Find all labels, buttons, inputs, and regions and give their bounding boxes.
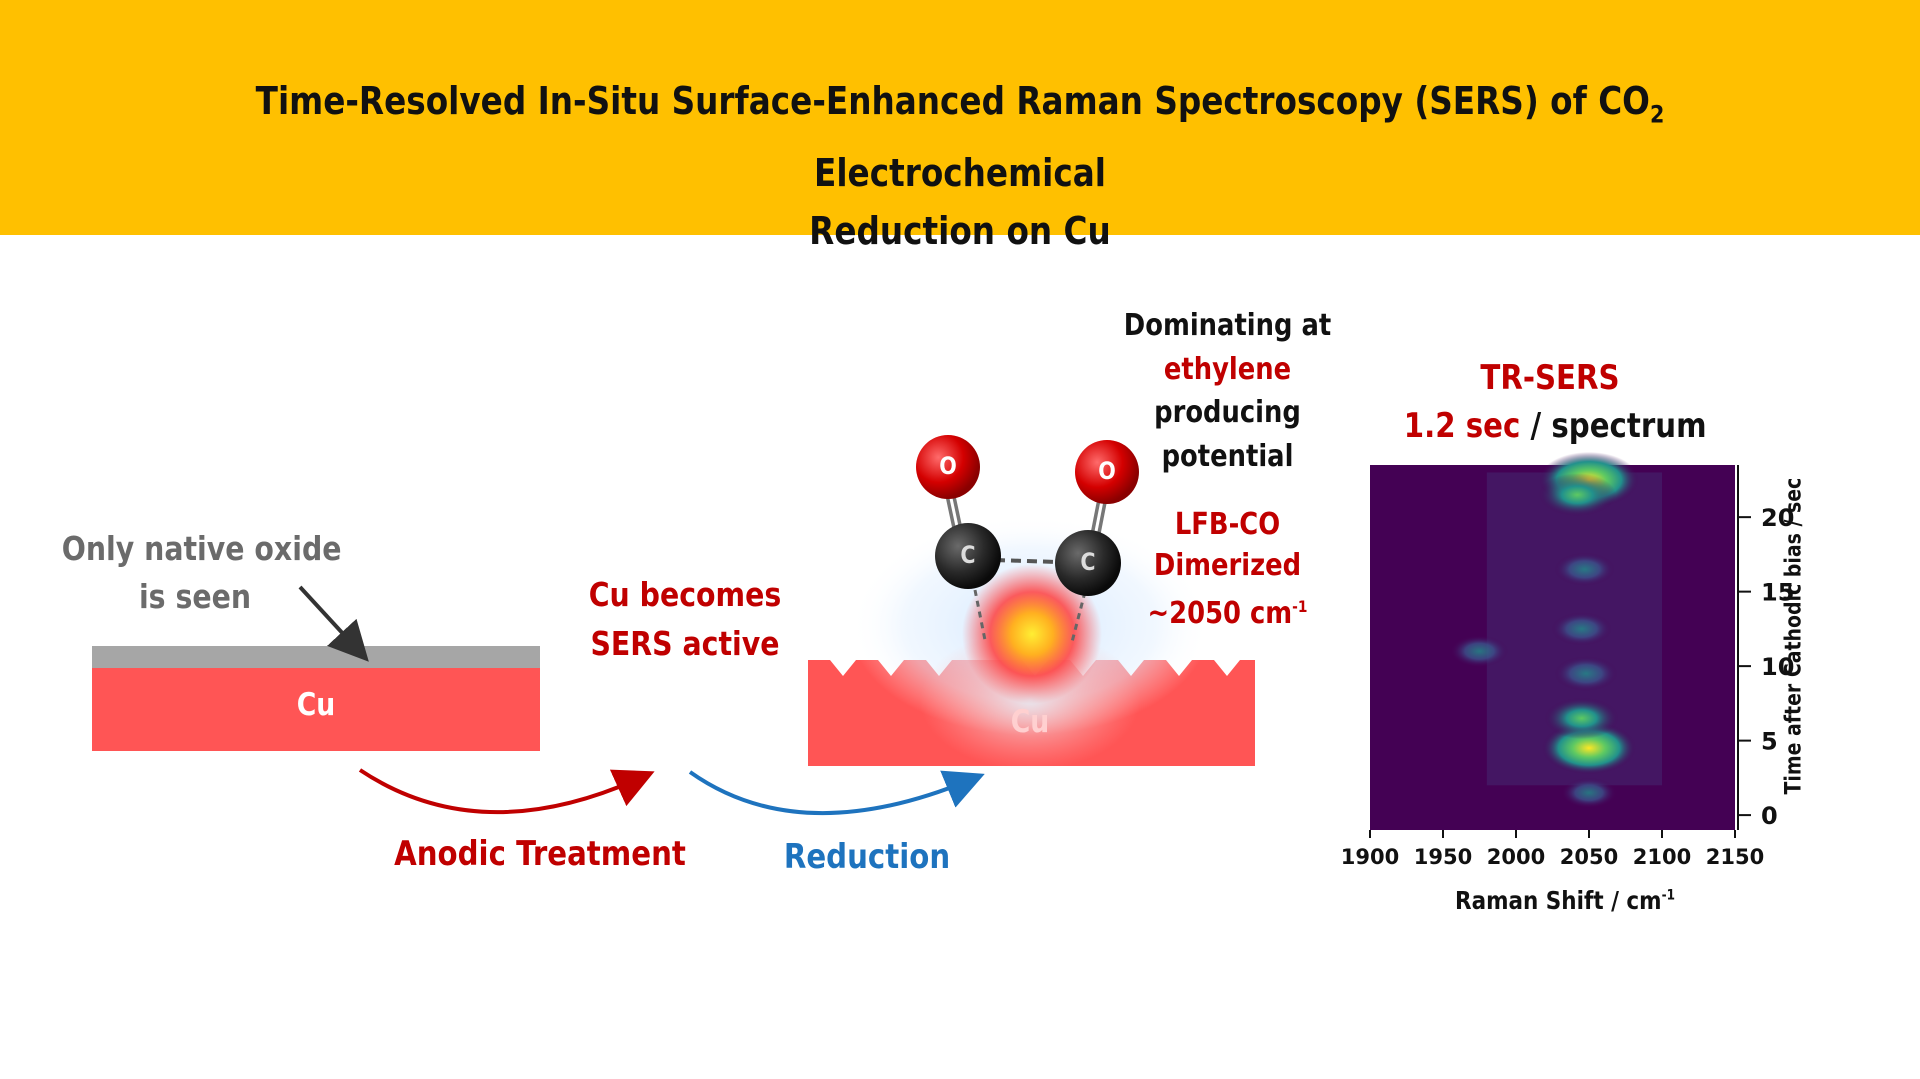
dominating-label: Dominating at ethylene producing potenti… xyxy=(1123,308,1332,474)
anodic-arrow xyxy=(358,768,655,814)
atom-label-c-left: C xyxy=(960,541,976,569)
cu-label-left: Cu xyxy=(296,687,336,723)
title-banner xyxy=(0,0,1920,235)
atom-label-o-left: O xyxy=(939,452,957,480)
reduction-label: Reduction xyxy=(783,837,951,877)
cu-label-right: Cu xyxy=(1010,704,1050,740)
atom-label-c-right: C xyxy=(1080,548,1096,576)
cu-slab-left xyxy=(92,668,540,751)
cc-dimer-bond xyxy=(994,558,1059,564)
surface-bond-right xyxy=(1070,591,1087,643)
sers-active-label: Cu becomes SERS active xyxy=(588,575,782,663)
title-line2: Reduction on Cu xyxy=(809,208,1111,253)
x-tick-label: 2050 xyxy=(1560,845,1618,869)
heatmap-hotspot xyxy=(1554,552,1616,587)
native-oxide-layer xyxy=(92,646,540,668)
carbon-atom-left xyxy=(935,523,1001,589)
oxygen-atom-right xyxy=(1075,440,1139,504)
heatmap-hotspot xyxy=(1561,777,1617,808)
y-axis-label: Time after Cathodic bias / sec xyxy=(1781,477,1807,795)
page-title: Time-Resolved In-Situ Surface-Enhanced R… xyxy=(169,72,1751,260)
anodic-treatment-label: Anodic Treatment xyxy=(394,834,686,874)
x-tick-label: 2150 xyxy=(1706,845,1764,869)
y-tick-label: 0 xyxy=(1761,802,1778,830)
atom-label-o-right: O xyxy=(1098,457,1116,485)
heatmap-hotspot xyxy=(1551,612,1613,646)
chart-title-line2: 1.2 sec / spectrum xyxy=(1403,406,1707,446)
title-subscript: 2 xyxy=(1649,100,1665,129)
title-line1-end: Electrochemical xyxy=(814,150,1106,195)
oxide-pointer-arrow xyxy=(298,585,369,662)
heatmap-hotspot xyxy=(1450,635,1509,668)
y-tick-label: 20 xyxy=(1761,504,1794,532)
carbon-atom-right xyxy=(1055,530,1121,596)
heatmap-axes: 0 5 10 15 20 1900 1950 2000 2050 2100 2150 xyxy=(1341,465,1794,869)
heatmap-hotspot xyxy=(1554,655,1618,692)
y-tick-label: 5 xyxy=(1761,728,1778,756)
y-tick-label: 15 xyxy=(1761,579,1794,607)
heatmap-hotspot xyxy=(1538,473,1617,517)
title-line1: Time-Resolved In-Situ Surface-Enhanced R… xyxy=(255,79,1650,123)
reduction-arrow xyxy=(688,770,985,815)
x-tick-label: 1950 xyxy=(1414,845,1472,869)
x-axis-label: Raman Shift / cm-1 xyxy=(1455,886,1675,915)
heatmap-hotspot xyxy=(1544,697,1620,740)
lfb-co-label: LFB-CO Dimerized ~2050 cm-1 xyxy=(1147,507,1308,631)
oxide-label: Only native oxide is seen xyxy=(61,529,342,616)
x-tick-label: 2000 xyxy=(1487,845,1545,869)
chart-title-line1: TR-SERS xyxy=(1480,358,1620,398)
x-tick-label: 1900 xyxy=(1341,845,1399,869)
oxygen-atom-left xyxy=(916,435,980,499)
sers-hotspot-glow xyxy=(962,564,1102,704)
y-tick-label: 10 xyxy=(1761,653,1794,681)
x-tick-label: 2100 xyxy=(1633,845,1691,869)
surface-bond-left xyxy=(973,589,987,641)
heatmap-plot xyxy=(1370,451,1735,830)
